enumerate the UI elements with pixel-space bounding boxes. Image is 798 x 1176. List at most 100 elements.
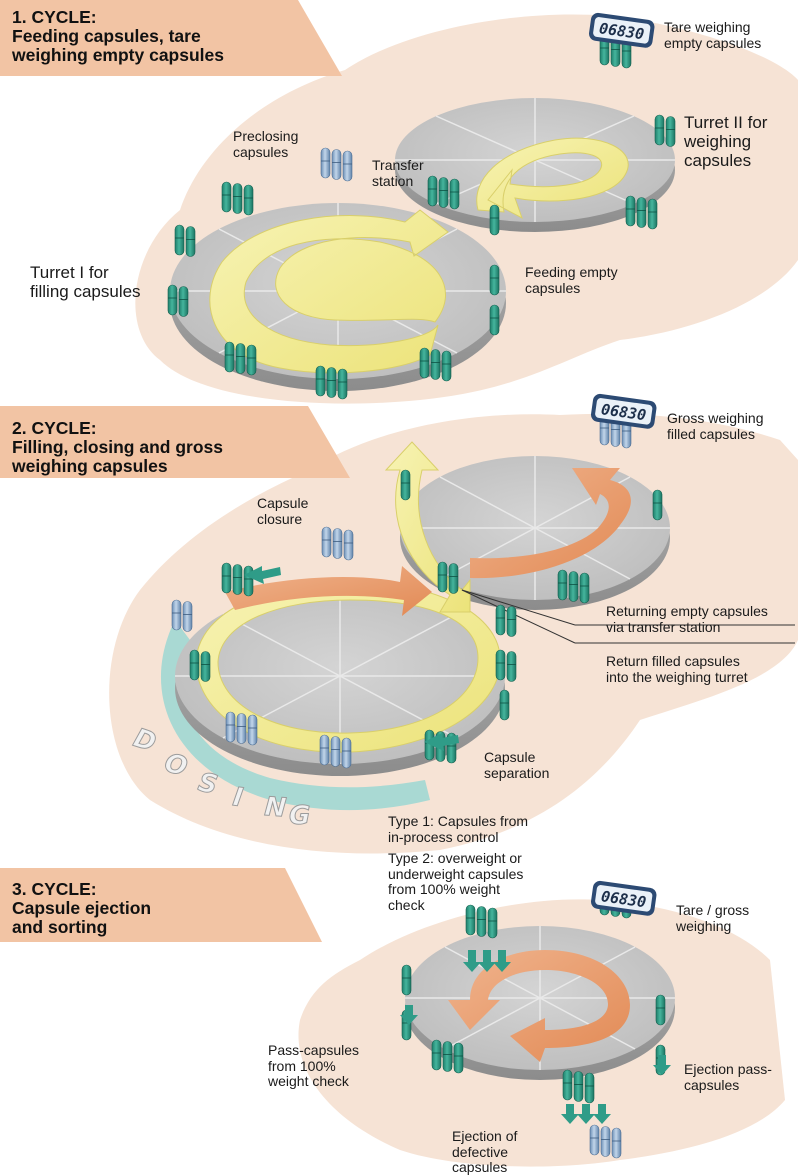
capsule-icon [465, 904, 476, 936]
label-tare-gross: Tare / gross weighing [676, 902, 750, 934]
label-preclosing: Preclosing capsules [233, 128, 299, 160]
capsule-icon [476, 906, 487, 937]
label-tare-weighing: Tare weighing empty capsules [664, 19, 762, 51]
capsule-icon [427, 175, 438, 207]
dosing-letter: N [264, 792, 288, 823]
capsule-icon [315, 365, 326, 397]
capsule-group [320, 147, 353, 182]
capsule-group [589, 1124, 622, 1159]
capsule-group [400, 469, 411, 501]
capsule-icon [611, 1127, 622, 1159]
capsule-icon [437, 561, 448, 593]
capsule-icon [319, 734, 330, 766]
capsule-icon [441, 350, 452, 382]
capsule-icon [401, 964, 412, 996]
label-turret-2: Turret II for weighing capsules [684, 113, 768, 170]
capsule-group [625, 195, 658, 230]
cycle3-banner [0, 868, 322, 942]
capsule-icon [506, 606, 517, 637]
label-returning-empty: Returning empty capsules via transfer st… [606, 603, 768, 635]
capsule-icon [341, 737, 352, 769]
label-gross-weighing: Gross weighing filled capsules [667, 410, 764, 442]
capsule-group [499, 689, 510, 721]
capsule-icon [449, 178, 460, 210]
capsule-icon [579, 572, 590, 604]
capsule-icon [337, 368, 348, 400]
capsule-icon [419, 347, 430, 379]
capsule-group [495, 649, 517, 682]
capsule-icon [489, 204, 500, 236]
cycle2-leader-lines [461, 589, 795, 644]
capsule-icon [506, 651, 517, 682]
capsule-icon [330, 736, 341, 767]
capsule-icon [442, 1041, 453, 1072]
capsule-icon [200, 651, 211, 682]
cycle2-banner [0, 406, 350, 478]
scale-display-icon: 06830 [591, 880, 657, 916]
capsule-icon [225, 711, 236, 743]
capsule-icon [431, 1039, 442, 1071]
capsule-icon [499, 689, 510, 721]
capsule-group [489, 264, 500, 296]
capsule-icon [568, 571, 579, 602]
label-ejection-defective: Ejection of defective capsules [452, 1128, 518, 1175]
label-type-1: Type 1: Capsules from in-process control [388, 813, 529, 845]
capsule-icon [647, 198, 658, 230]
capsule-icon [167, 284, 178, 316]
capsule-icon [243, 184, 254, 216]
capsule-group [224, 341, 257, 376]
scale-display-icon: 06830 [589, 12, 655, 48]
capsule-icon [174, 224, 185, 256]
label-return-filled: Return filled capsules into the weighing… [606, 653, 748, 685]
label-pass-capsules: Pass-capsules from 100% weight check [268, 1042, 360, 1089]
capsule-group [167, 284, 189, 317]
capsule-icon [655, 994, 666, 1026]
capsule-icon [562, 1069, 573, 1101]
cycle1-banner [0, 0, 342, 76]
capsule-group [427, 175, 460, 210]
capsule-icon [221, 562, 232, 594]
capsule-group [465, 904, 498, 939]
capsule-group [419, 347, 452, 382]
capsule-icon [495, 649, 506, 681]
capsule-icon [430, 349, 441, 380]
capsule-icon [331, 149, 342, 180]
capsule-icon [438, 177, 449, 208]
label-capsule-closure: Capsule closure [257, 495, 309, 527]
capsule-icon [489, 304, 500, 336]
capsule-group [431, 1039, 464, 1074]
label-type-2: Type 2: overweight or underweight capsul… [388, 850, 524, 913]
capsule-icon [232, 183, 243, 214]
capsule-icon [178, 286, 189, 317]
capsule-group [319, 734, 352, 769]
capsule-icon [243, 565, 254, 597]
capsule-group [655, 994, 666, 1026]
capsule-icon [636, 197, 647, 228]
label-feeding-empty: Feeding empty capsules [525, 264, 618, 296]
capsule-icon [495, 604, 506, 636]
cycle-banners [0, 0, 350, 942]
scale-display-icon: 06830 [591, 393, 657, 429]
capsule-group [489, 304, 500, 336]
capsule-icon [453, 1042, 464, 1074]
label-turret-1: Turret I for filling capsules [30, 263, 141, 301]
capsule-group [489, 204, 500, 236]
cycle2-dosing-band [160, 620, 430, 811]
capsule-icon [236, 713, 247, 744]
capsule-group [401, 964, 412, 996]
capsule-group [652, 489, 663, 521]
capsule-group [225, 711, 258, 746]
capsule-group [654, 114, 676, 147]
label-capsule-separation: Capsule separation [484, 749, 550, 781]
cycle2-title: 2. CYCLE: Filling, closing and gross wei… [12, 418, 223, 476]
capsule-icon [557, 569, 568, 601]
capsule-icon [185, 226, 196, 257]
capsule-group [171, 599, 193, 632]
capsule-group [562, 1069, 595, 1104]
capsule-group [221, 181, 254, 216]
capsule-icon [665, 116, 676, 147]
capsule-group [174, 224, 196, 257]
